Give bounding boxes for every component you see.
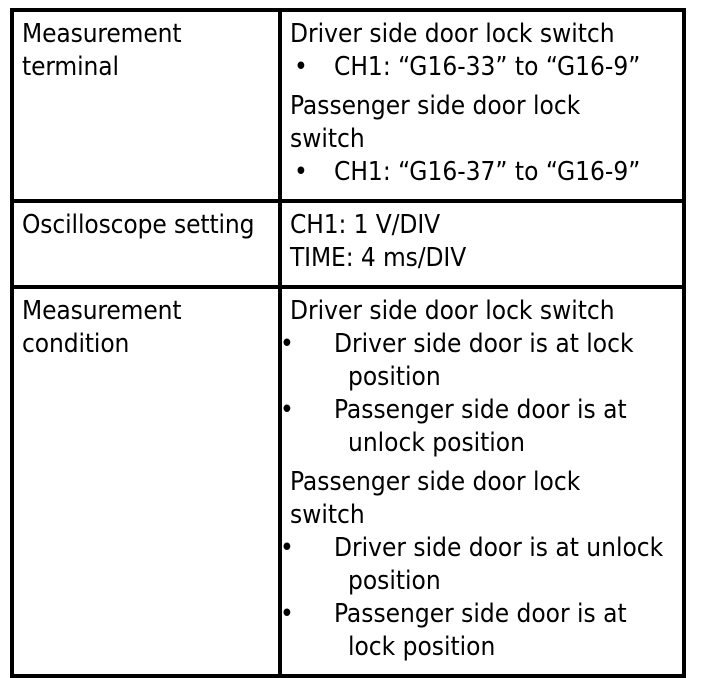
list-item-text: Driver side door is at unlock position <box>334 533 664 596</box>
list-item-text: CH1: “G16-33” to “G16-9” <box>334 52 641 82</box>
row-label-cell-measurement-terminal: Measurement terminal <box>10 8 282 203</box>
bullet-icon: • <box>294 157 308 187</box>
list-item: • CH1: “G16-33” to “G16-9” <box>290 51 676 84</box>
row-value-cell-measurement-condition: Driver side door lock switch • Driver si… <box>278 285 686 678</box>
measurement-spec-table: Measurement terminal Driver side door lo… <box>10 8 686 678</box>
row-label-line: condition <box>22 329 130 359</box>
group-heading-passenger-switch-line1: Passenger side door lock <box>290 467 581 497</box>
group-heading-passenger-switch-line2: switch <box>290 124 365 154</box>
table-row-oscilloscope-setting: Oscilloscope setting CH1: 1 V/DIV TIME: … <box>10 199 686 289</box>
list-item-text: CH1: “G16-37” to “G16-9” <box>334 157 641 187</box>
list-item-text: Passenger side door is at lock position <box>334 599 627 662</box>
list-item: • Passenger side door is at lock positio… <box>280 599 627 662</box>
list-item-text: Passenger side door is at unlock positio… <box>334 395 627 458</box>
group-heading-driver-switch: Driver side door lock switch <box>290 296 615 326</box>
bullet-icon: • <box>294 52 308 82</box>
list-item: • Passenger side door is at unlock posit… <box>280 395 627 458</box>
group-heading-passenger-switch-line1: Passenger side door lock <box>290 91 581 121</box>
row-value-cell-measurement-terminal: Driver side door lock switch • CH1: “G16… <box>278 8 686 203</box>
row-value-cell-oscilloscope-setting: CH1: 1 V/DIV TIME: 4 ms/DIV <box>278 199 686 289</box>
row-label-line: terminal <box>22 52 119 82</box>
list-item-text: Driver side door is at lock position <box>334 329 634 392</box>
oscilloscope-ch1-setting: CH1: 1 V/DIV <box>290 210 441 240</box>
table-row-measurement-terminal: Measurement terminal Driver side door lo… <box>10 8 686 203</box>
row-label-cell-oscilloscope-setting: Oscilloscope setting <box>10 199 282 289</box>
group-heading-passenger-switch-line2: switch <box>290 500 365 530</box>
oscilloscope-time-setting: TIME: 4 ms/DIV <box>290 243 467 273</box>
row-label-line: Oscilloscope setting <box>22 210 255 240</box>
list-item: • Driver side door is at lock position <box>280 329 634 392</box>
row-label-line: Measurement <box>22 296 182 326</box>
list-item: • CH1: “G16-37” to “G16-9” <box>290 156 676 189</box>
row-label-line: Measurement <box>22 19 182 49</box>
list-item: • Driver side door is at unlock position <box>280 533 664 596</box>
table-row-measurement-condition: Measurement condition Driver side door l… <box>10 285 686 678</box>
group-heading-driver-switch: Driver side door lock switch <box>290 19 615 49</box>
row-label-cell-measurement-condition: Measurement condition <box>10 285 282 678</box>
